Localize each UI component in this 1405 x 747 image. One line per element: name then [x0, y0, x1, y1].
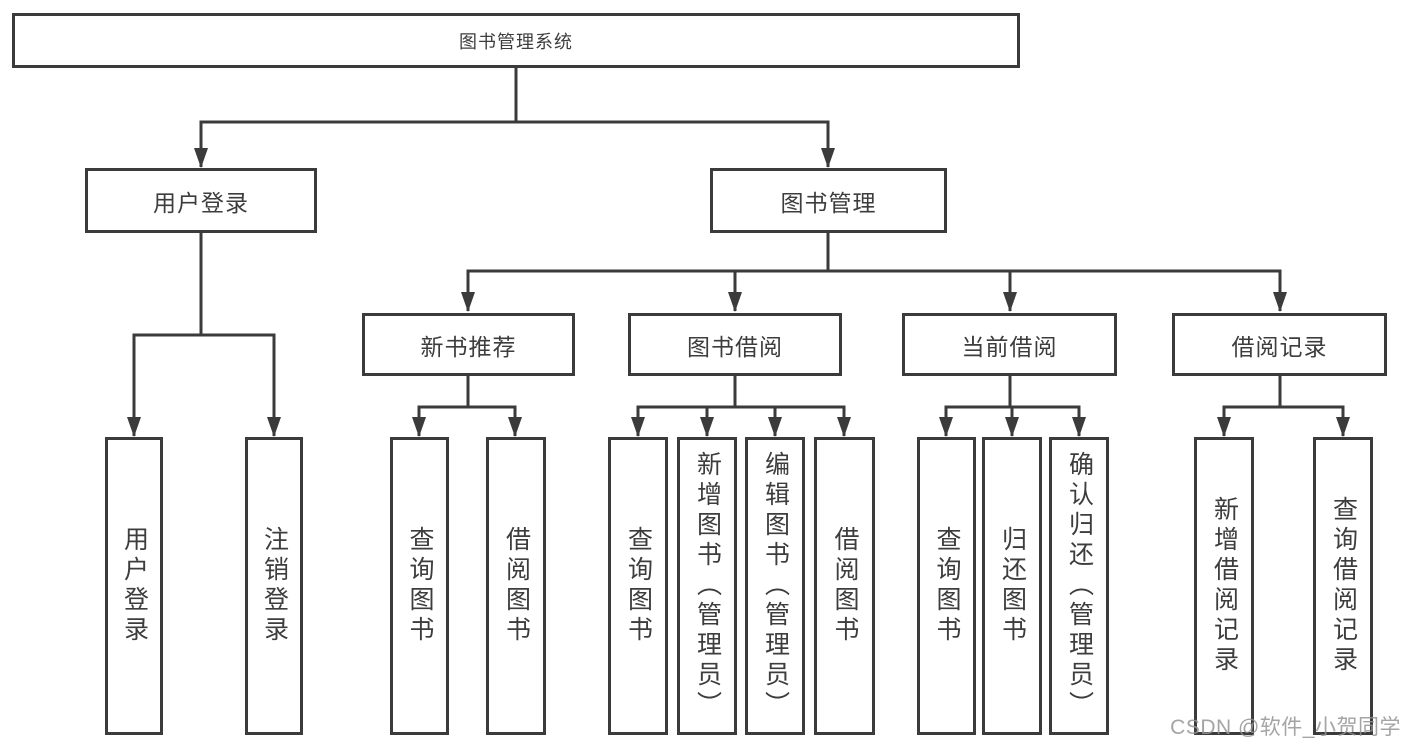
node-root-system: 图书管理系统 — [12, 13, 1020, 68]
csdn-watermark: CSDN @软件_小贺同学 — [1170, 716, 1401, 739]
leaf-query-books-2: 查询图书 — [608, 437, 668, 735]
connector-borrow-records — [1222, 376, 1345, 409]
leaf-borrow-books-2: 借阅图书 — [814, 437, 875, 735]
node-user-login: 用户登录 — [85, 168, 317, 233]
leaf-label: 新增借阅记录 — [1210, 496, 1239, 676]
connector-new-books — [417, 376, 517, 409]
leaf-label: 新增图书（管理员） — [693, 451, 722, 721]
leaf-query-books-3: 查询图书 — [917, 437, 976, 735]
connector-book-mgmt — [466, 233, 1282, 273]
leaf-label: 用户登录 — [120, 526, 149, 646]
leaf-edit-books-admin: 编辑图书（管理员） — [745, 437, 805, 735]
leaf-borrow-books-1: 借阅图书 — [486, 437, 546, 735]
node-new-book-recommend: 新书推荐 — [362, 313, 575, 376]
leaf-label: 确认归还（管理员） — [1065, 451, 1094, 721]
leaf-label: 注销登录 — [260, 526, 289, 646]
leaf-label: 查询图书 — [406, 526, 434, 646]
leaf-label: 查询图书 — [624, 526, 653, 646]
node-book-management-label: 图书管理 — [780, 189, 877, 216]
node-borrow-records-label: 借阅记录 — [1231, 333, 1328, 360]
node-borrow-records: 借阅记录 — [1172, 313, 1387, 376]
leaf-add-borrow-record: 新增借阅记录 — [1194, 437, 1254, 735]
leaf-label: 查询借阅记录 — [1329, 496, 1358, 676]
leaf-query-books-1: 查询图书 — [390, 437, 449, 735]
node-new-book-recommend-label: 新书推荐 — [420, 333, 517, 360]
leaf-query-borrow-record: 查询借阅记录 — [1313, 437, 1373, 735]
leaf-label: 借阅图书 — [502, 526, 531, 646]
connector-current-borrow — [944, 376, 1081, 409]
node-current-borrowing-label: 当前借阅 — [961, 333, 1058, 360]
leaf-logout: 注销登录 — [245, 437, 303, 735]
leaf-user-login: 用户登录 — [105, 437, 163, 735]
node-book-management: 图书管理 — [710, 168, 947, 233]
leaf-label: 编辑图书（管理员） — [761, 451, 790, 721]
node-user-login-label: 用户登录 — [153, 189, 249, 216]
connector-user-login — [132, 233, 276, 337]
leaf-return-books: 归还图书 — [982, 437, 1042, 735]
connector-book-borrow — [636, 376, 846, 409]
leaf-add-books-admin: 新增图书（管理员） — [677, 437, 737, 735]
node-book-borrowing: 图书借阅 — [628, 313, 842, 376]
node-current-borrowing: 当前借阅 — [902, 313, 1117, 376]
leaf-label: 查询图书 — [933, 526, 961, 646]
leaf-label: 归还图书 — [998, 526, 1027, 646]
node-book-borrowing-label: 图书借阅 — [687, 333, 783, 360]
node-root-label: 图书管理系统 — [459, 31, 573, 52]
leaf-label: 借阅图书 — [831, 526, 859, 646]
connector-root — [199, 68, 830, 124]
leaf-confirm-return-admin: 确认归还（管理员） — [1049, 437, 1109, 735]
